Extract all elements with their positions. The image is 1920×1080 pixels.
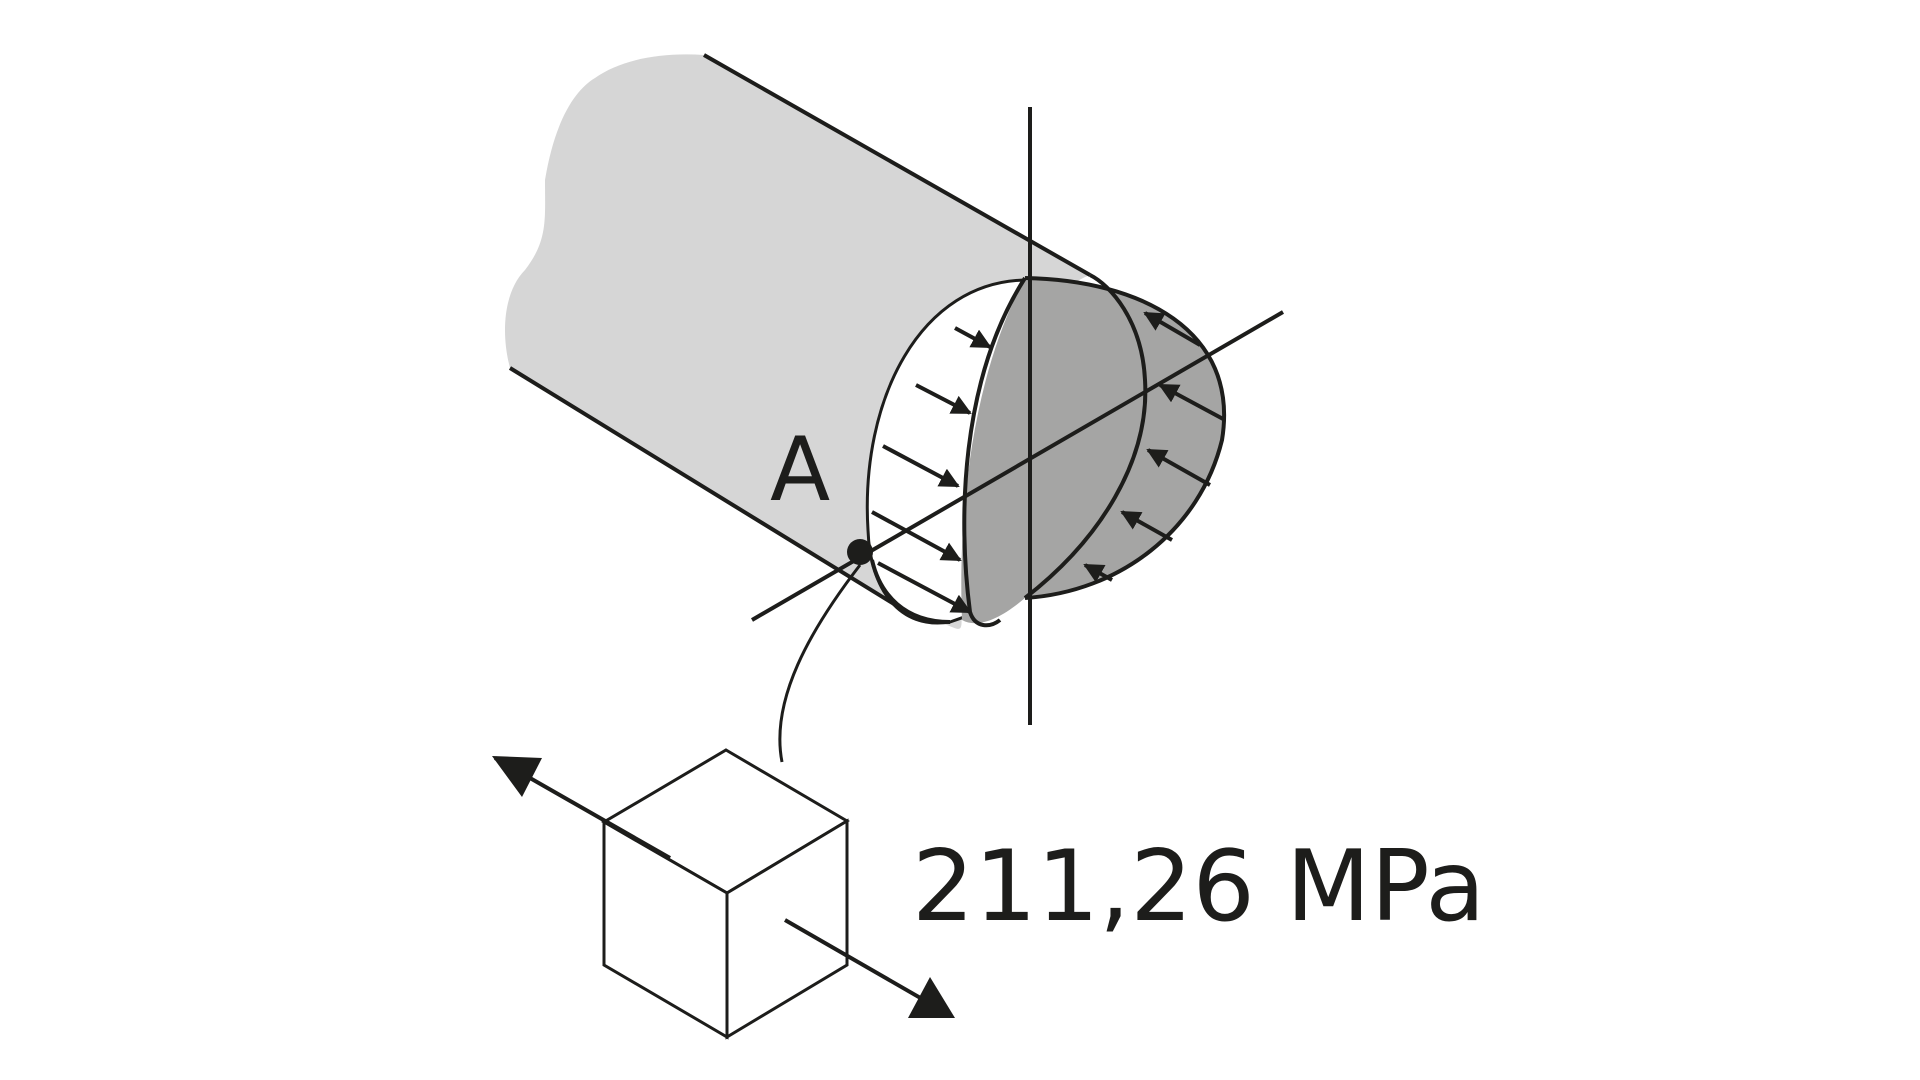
- compression-arrows: [1083, 311, 1226, 583]
- stress-profile-curve: [1024, 276, 1226, 600]
- stress-arrow-icon: [915, 383, 972, 415]
- arrowhead-left-icon: [492, 756, 542, 797]
- tension-edge-curve: [870, 559, 951, 624]
- stress-arrow-icon: [871, 510, 962, 562]
- neutral-surface-curve: [1023, 273, 1148, 600]
- stress-arrow-icon: [1120, 510, 1173, 542]
- stress-arrow-icon: [1158, 383, 1226, 422]
- neutral-axis: [750, 310, 1285, 622]
- arrowhead-right-icon: [908, 977, 955, 1018]
- stress-arrow-icon: [1143, 311, 1202, 347]
- stress-arrow-icon: [882, 444, 960, 488]
- leader-line: [778, 564, 862, 763]
- cube-right-face: [725, 818, 849, 1040]
- stress-arrow-icon: [877, 561, 972, 614]
- stress-arrow-icon: [1146, 448, 1211, 487]
- point-a-label: A: [770, 418, 830, 521]
- point-a-marker: [847, 539, 873, 565]
- tension-arrows: [871, 326, 992, 614]
- shaft-top-edge: [703, 53, 1091, 277]
- stress-element-cube: [601, 748, 850, 1040]
- stress-inner-curve: [962, 276, 1027, 628]
- stress-arrow-icon: [954, 326, 992, 349]
- stress-arrow-icon: [1083, 563, 1113, 583]
- stress-distribution-shading: [961, 278, 1225, 624]
- stress-value-label: 211,26 MPa: [912, 830, 1485, 944]
